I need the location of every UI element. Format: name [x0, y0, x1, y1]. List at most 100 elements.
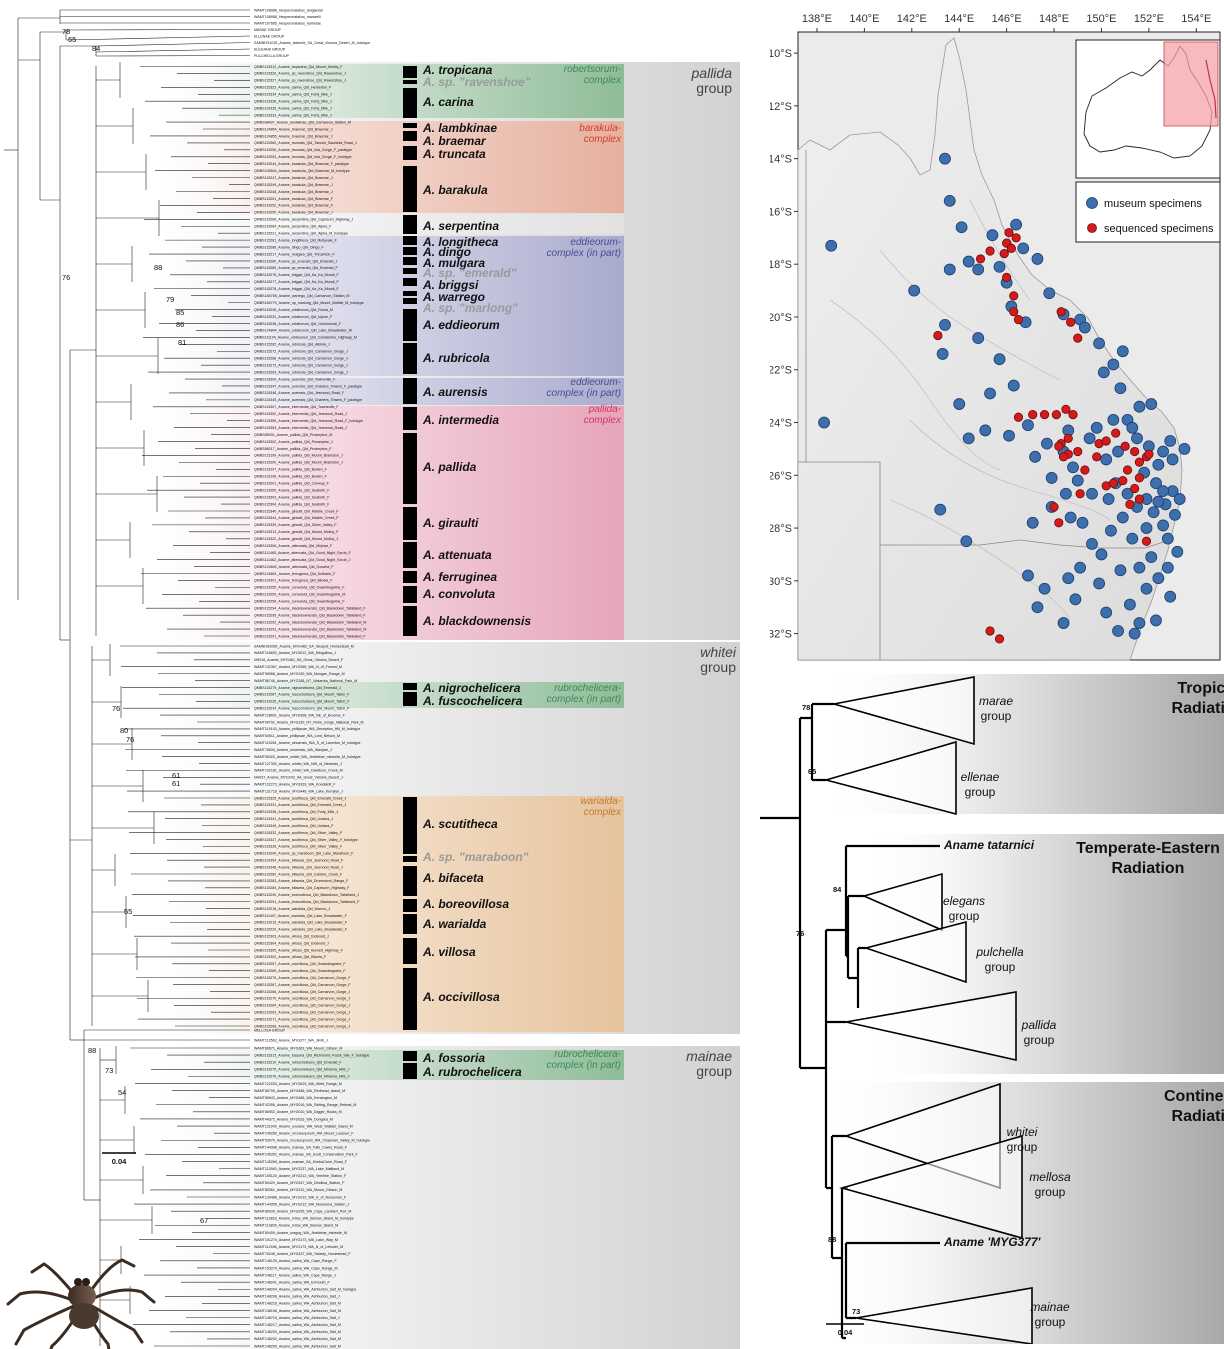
species-bar	[403, 309, 417, 341]
tip-label: QMBS115283_Aname_bifaceta_Qld_Drummond_R…	[254, 879, 349, 883]
lat-tick-label: 18°S	[770, 259, 792, 271]
tip-label: QMBS115229_Aname_warialda_Qld_Lake_Broad…	[254, 928, 348, 932]
museum-point	[1067, 461, 1079, 474]
tip-label: WAMT101274_Aname_MYG173_WA_Lake_Way_M	[254, 1238, 338, 1242]
museum-point	[1045, 472, 1058, 484]
sequenced-point	[1068, 410, 1078, 420]
bootstrap-value: 84	[92, 44, 100, 53]
sequenced-point	[1002, 272, 1012, 282]
tip-label: QMBS115303_Aname_pallida_Qld_Seaforth_F	[254, 495, 330, 499]
group-label-whitei: whitei	[700, 644, 737, 660]
museum-point	[1114, 564, 1127, 577]
museum-point	[1116, 511, 1129, 524]
cartoon-clade-suffix: group	[1035, 1185, 1066, 1199]
triangle-ellenae	[823, 740, 957, 816]
tip-label-outgroup: WAMT107685_Hesperonatalius_harrietae	[254, 22, 321, 26]
species-label: A. pallida	[422, 460, 477, 474]
sequenced-point	[1073, 333, 1083, 343]
singleton-myg377: Aname 'MYG377'	[943, 1235, 1042, 1249]
tip-label: QMBS115340_Aname_giraulti_Qld_Marble_Cre…	[254, 509, 339, 513]
boot-76: 76	[796, 929, 804, 938]
museum-point	[943, 194, 956, 207]
group-label-whitei-sub: group	[700, 659, 736, 675]
tip-label: QMBS86017_Aname_pallida_Qld_Proserpine_F	[254, 447, 332, 451]
species-bar	[403, 899, 417, 912]
complex-band	[150, 214, 624, 234]
tip-label: QMBS115244_Aname_barakula_Qld_Braemar_F_…	[254, 162, 349, 166]
group-label-pallida: pallida	[691, 65, 733, 81]
tip-label: WAMT113563_Aname_MYG377_WA_Jimiti_J	[254, 1038, 328, 1042]
museum-point	[953, 398, 966, 410]
tip-label: QMBS115301_Aname_ferruginea_Qld_Biloela_…	[254, 579, 333, 583]
tip-label: QMBS115287_Aname_fuscochelicera_Qld_Moun…	[254, 693, 350, 697]
tip-label: QMBS111465_Aname_attenuata_Qld_Good_Nigh…	[254, 551, 352, 555]
species-bar	[403, 856, 417, 862]
lon-tick-label: 148°E	[1039, 13, 1069, 25]
tip-label: WAMT130486_Aname_MYG212_WA_S_of_Norseman…	[254, 1195, 347, 1199]
tip-label: QMBS115251_Aname_barakula_Qld_Braemar_F	[254, 197, 334, 201]
species-bar	[403, 692, 417, 706]
tip-label: QMBS115265_Aname_pallida_Qld_Seaforth_F	[254, 488, 330, 492]
state-border-sa	[798, 461, 881, 660]
tip-label: WAMT144398_Aname_mainae_SA_Tolis_Caves_R…	[254, 1146, 348, 1150]
sequenced-point	[1004, 227, 1014, 238]
tip-label: QMBS115348_Aname_aurensis_Qld_Jesmond_Ro…	[254, 391, 345, 395]
bootstrap-value: 55	[124, 907, 132, 916]
museum-points	[818, 152, 1191, 640]
cartoon-bootstrap: 78 65 84 76 88 73	[796, 703, 860, 1316]
species-bar	[403, 1051, 417, 1061]
sequenced-point	[1134, 473, 1144, 483]
tip-label: QMBS115256_Aname_truncata_Qld_Isla_Gorge…	[254, 148, 352, 152]
tip-label: QMBS115271_Aname_occivillosa_Qld_Carnarv…	[254, 1017, 350, 1021]
tip-label: QMBS115332_Aname_scutitheca_Qld_Silver_V…	[254, 831, 343, 835]
museum-point	[1133, 400, 1146, 413]
cartoon-clade-name: mellosa	[1029, 1170, 1071, 1184]
tip-label: QMBS115295_Aname_blackdownensis_Qld_Blac…	[254, 613, 366, 617]
sequenced-point	[1075, 489, 1085, 499]
species-bar	[403, 378, 417, 404]
cartoon-clade-name: elegans	[943, 894, 985, 908]
species-bar	[403, 236, 417, 245]
lon-tick-label: 144°E	[944, 13, 974, 25]
tip-label: QMBS115294_Aname_blackdownensis_Qld_Blac…	[254, 607, 366, 611]
tip-label: WAMT148204_Aname_salina_WA_Ashburton_Sal…	[254, 1288, 356, 1292]
tip-label: WAMT113826_Aname_lorica_WA_Barrow_Island…	[254, 1224, 338, 1228]
museum-point	[1164, 590, 1177, 603]
museum-point	[1007, 379, 1020, 392]
singleton-tatarnici: Aname tatarnici	[943, 838, 1035, 852]
museum-point	[1150, 614, 1162, 627]
tip-label: QMBS115323_Aname_carina_Qld_Herberton_F	[254, 86, 332, 90]
lat-tick-label: 20°S	[770, 312, 792, 324]
clade-triangles	[823, 676, 1033, 1344]
tip-label: QMBS115217_Aname_mulgara_Qld_Thrushton_F	[254, 252, 335, 256]
species-bar	[403, 131, 417, 141]
radiation-tropical-1: Tropical	[1177, 680, 1224, 697]
tip-label: WAMT148202_Aname_salina_WA_Ashburton_Sal…	[254, 1337, 341, 1341]
tip-label: QMBS115276_Aname_briggsi_Qld_Ka_Ka_Mundi…	[254, 273, 339, 277]
museum-point	[1164, 435, 1177, 447]
tip-label: WAMT112496_Aname_MYG173_WA_N_of_Leinster…	[254, 1245, 343, 1249]
museum-point	[1178, 443, 1191, 455]
species-bar	[403, 938, 417, 964]
tip-label: QMBS115249_Aname_barakula_Qld_Braemar_J	[254, 183, 333, 187]
tip-label-outgroup: WAMT108986_Hesperonatalius_langlandsi	[254, 9, 323, 13]
species-label: A. intermedia	[422, 413, 499, 427]
museum-point	[960, 535, 973, 548]
legend-museum-marker	[1086, 197, 1098, 209]
australia-inset	[1075, 39, 1221, 179]
boot-84: 84	[833, 885, 842, 894]
bootstrap-value: 61	[172, 779, 180, 788]
species-label: A. braemar	[422, 134, 487, 148]
tip-label: QMBS111104_Aname_eddieorum_Qld_Condamine…	[254, 336, 357, 340]
tip-label: WAMT90792_Aname_MYG190_NT_Finke_Gorge_Na…	[254, 720, 364, 724]
tip-label: WAMT76248_Aname_MYG437_WA_Yalardy_Homest…	[254, 1252, 351, 1256]
species-label: A. rubricola	[422, 351, 490, 365]
species-label: A. fuscochelicera	[422, 694, 523, 708]
museum-point	[908, 284, 921, 297]
species-label: A. warialda	[422, 917, 487, 931]
tip-label: QMBS115234_Aname_fuscochelicera_Qld_Moun…	[254, 706, 350, 710]
tip-label: QMBS115268_Aname_serpentina_Qld_Capricor…	[254, 218, 353, 222]
species-label: A. villosa	[422, 945, 476, 959]
tip-label: QMBS115264_Aname_serpentina_Qld_Alpha_F	[254, 225, 332, 229]
tip-label: QMBS115219_Aname_warialda_Qld_Lake_Broad…	[254, 921, 348, 925]
